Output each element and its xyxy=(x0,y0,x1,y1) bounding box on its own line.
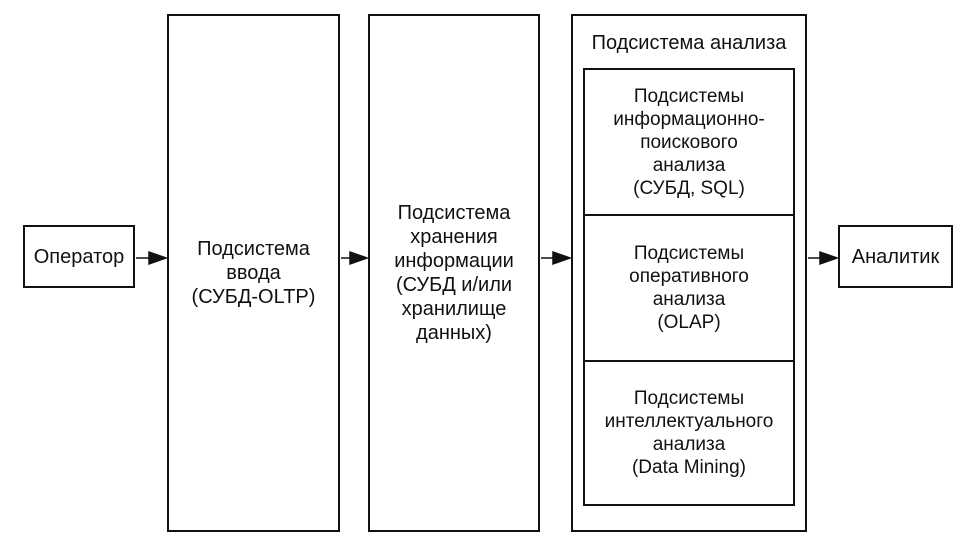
input-subsystem-label: Подсистема ввода (СУБД-OLTP) xyxy=(191,238,316,308)
storage-subsystem-node: Подсистема хранения информации (СУБД и/и… xyxy=(368,14,540,532)
arrowhead-analyst xyxy=(819,250,840,266)
analysis-subsystem-title: Подсистема анализа xyxy=(591,32,787,54)
analysis-part-search: Подсистемы информационно- поискового ана… xyxy=(583,68,795,216)
arrowhead-analysis xyxy=(552,250,573,266)
analysis-part-data-mining-label: Подсистемы интеллектуального анализа (Da… xyxy=(604,388,774,478)
operator-label: Оператор xyxy=(33,245,125,268)
analysis-part-search-label: Подсистемы информационно- поискового ана… xyxy=(613,85,765,199)
arrowhead-input xyxy=(148,250,169,266)
analyst-label: Аналитик xyxy=(851,245,940,268)
arrowhead-storage xyxy=(349,250,370,266)
analysis-part-olap-label: Подсистемы оперативного анализа (OLAP) xyxy=(629,243,749,333)
operator-node: Оператор xyxy=(23,225,135,288)
input-subsystem-node: Подсистема ввода (СУБД-OLTP) xyxy=(167,14,340,532)
analysis-part-data-mining: Подсистемы интеллектуального анализа (Da… xyxy=(583,360,795,506)
analysis-part-olap: Подсистемы оперативного анализа (OLAP) xyxy=(583,214,795,362)
storage-subsystem-label: Подсистема хранения информации (СУБД и/и… xyxy=(394,202,514,344)
analyst-node: Аналитик xyxy=(838,225,953,288)
